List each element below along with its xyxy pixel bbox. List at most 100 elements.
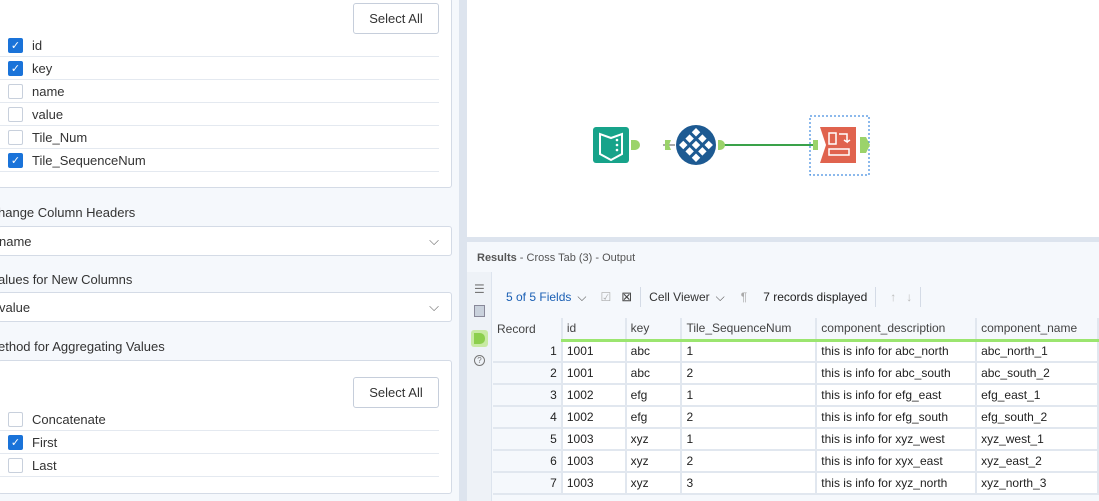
uncheck-all-icon[interactable]: ⊠ — [621, 289, 633, 304]
column-header[interactable]: Record — [493, 318, 563, 340]
table-cell[interactable]: this is info for abc_south — [816, 362, 978, 385]
arrow-down-icon[interactable]: ↓ — [906, 290, 913, 304]
checkbox[interactable] — [8, 83, 23, 99]
table-cell[interactable]: 1001 — [561, 340, 627, 363]
pane-splitter[interactable] — [467, 237, 1099, 242]
table-cell[interactable]: abc — [625, 362, 683, 385]
table-cell[interactable]: 1 — [493, 340, 563, 363]
checkbox[interactable] — [8, 457, 23, 473]
check-all-icon[interactable]: ☑ — [600, 290, 612, 304]
tile-tool-icon[interactable] — [676, 125, 716, 165]
checkbox[interactable] — [8, 129, 23, 145]
change-headers-select[interactable]: name⌵ — [0, 226, 452, 256]
checkbox[interactable] — [8, 411, 23, 427]
table-cell[interactable]: xyz_east_2 — [976, 450, 1099, 473]
table-cell[interactable]: 2 — [493, 362, 563, 385]
table-cell[interactable]: 1003 — [561, 472, 627, 495]
table-cell[interactable]: 1001 — [561, 362, 627, 385]
column-header[interactable]: id — [561, 318, 627, 342]
checkbox[interactable]: ✓ — [8, 60, 23, 76]
table-cell[interactable]: this is info for xyx_east — [816, 450, 978, 473]
field-checkbox-row[interactable]: Tile_Num — [0, 126, 439, 149]
table-cell[interactable]: this is info for xyz_west — [816, 428, 978, 451]
table-cell[interactable]: efg_south_2 — [976, 406, 1099, 429]
table-cell[interactable]: abc_north_1 — [976, 340, 1099, 363]
column-header[interactable]: component_name — [976, 318, 1099, 342]
checkbox[interactable] — [8, 106, 23, 122]
data-icon[interactable] — [471, 330, 488, 347]
table-cell[interactable]: 1 — [681, 384, 818, 407]
values-select[interactable]: value⌵ — [0, 292, 452, 322]
table-cell[interactable]: xyz — [625, 472, 683, 495]
select-all-button[interactable]: Select All — [353, 3, 439, 34]
table-cell[interactable]: 2 — [681, 450, 818, 473]
metadata-icon[interactable] — [474, 305, 485, 317]
field-checkbox-row[interactable]: ✓key — [0, 57, 439, 80]
table-cell[interactable]: xyz_west_1 — [976, 428, 1099, 451]
column-header[interactable]: key — [625, 318, 683, 342]
chevron-down-icon: ⌵ — [429, 299, 439, 314]
table-cell[interactable]: abc_south_2 — [976, 362, 1099, 385]
table-cell[interactable]: xyz — [625, 428, 683, 451]
table-cell[interactable]: 1003 — [561, 428, 627, 451]
field-checkbox-row[interactable]: ✓First — [0, 431, 439, 454]
input-anchor — [665, 140, 671, 150]
arrow-up-icon[interactable]: ↑ — [890, 290, 897, 304]
field-checkbox-row[interactable]: Concatenate — [0, 408, 439, 431]
table-cell[interactable]: 1002 — [561, 406, 627, 429]
field-checkbox-row[interactable]: name — [0, 80, 439, 103]
method-select-all-button[interactable]: Select All — [353, 377, 439, 408]
table-cell[interactable]: 4 — [493, 406, 563, 429]
checkbox[interactable]: ✓ — [8, 152, 23, 168]
table-cell[interactable]: this is info for abc_north — [816, 340, 978, 363]
column-header[interactable]: Tile_SequenceNum — [681, 318, 818, 342]
panel-divider[interactable] — [459, 0, 467, 501]
results-subtitle: - Cross Tab (3) - Output — [516, 252, 636, 264]
checkbox[interactable]: ✓ — [8, 37, 23, 53]
table-cell[interactable]: 7 — [493, 472, 563, 495]
table-cell[interactable]: xyz_north_3 — [976, 472, 1099, 495]
table-cell[interactable]: 3 — [493, 384, 563, 407]
checkbox[interactable]: ✓ — [8, 434, 23, 450]
table-cell[interactable]: this is info for efg_east — [816, 384, 978, 407]
table-cell[interactable]: 2 — [681, 362, 818, 385]
table-cell[interactable]: efg — [625, 406, 683, 429]
table-cell[interactable]: 1003 — [561, 450, 627, 473]
table-cell[interactable]: 5 — [493, 428, 563, 451]
table-cell[interactable]: this is info for efg_south — [816, 406, 978, 429]
table-cell[interactable]: 1002 — [561, 384, 627, 407]
table-cell[interactable]: 6 — [493, 450, 563, 473]
table-cell[interactable]: efg — [625, 384, 683, 407]
table-cell[interactable]: abc — [625, 340, 683, 363]
field-checkbox-row[interactable]: value — [0, 103, 439, 126]
input-tool-icon[interactable] — [593, 127, 629, 163]
list-icon[interactable]: ☰ — [474, 282, 485, 296]
table-cell[interactable]: xyz — [625, 450, 683, 473]
fields-dropdown[interactable]: 5 of 5 Fields — [506, 290, 572, 304]
field-checkbox-row[interactable]: ✓id — [0, 34, 439, 57]
divider — [920, 287, 922, 307]
help-icon[interactable]: ? — [474, 355, 485, 366]
table-cell[interactable]: 3 — [681, 472, 818, 495]
table-cell[interactable]: 1 — [681, 428, 818, 451]
table-cell[interactable]: 1 — [681, 340, 818, 363]
table-cell[interactable]: this is info for xyz_north — [816, 472, 978, 495]
pilcrow-icon[interactable]: ¶ — [740, 290, 748, 304]
field-checkbox-row[interactable]: ✓Tile_SequenceNum — [0, 149, 439, 172]
column-header[interactable]: component_description — [816, 318, 978, 342]
output-anchor — [718, 140, 725, 150]
field-checkbox-row[interactable]: Last — [0, 454, 439, 477]
table-cell[interactable]: 2 — [681, 406, 818, 429]
table-cell[interactable]: efg_east_1 — [976, 384, 1099, 407]
cross-tab-tool-icon[interactable] — [820, 127, 856, 163]
cell-viewer-dropdown[interactable]: Cell Viewer — [649, 290, 710, 304]
workflow-canvas[interactable] — [467, 0, 1099, 237]
